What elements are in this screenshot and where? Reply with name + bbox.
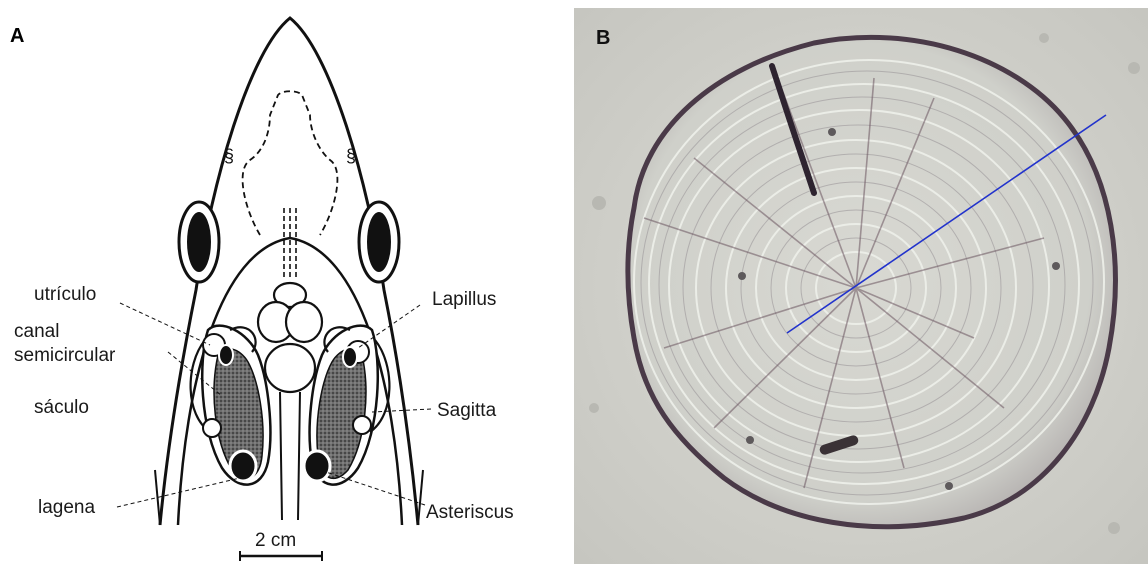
- label-lapillus: Lapillus: [432, 289, 496, 310]
- label-utriculo: utrículo: [34, 284, 96, 305]
- label-semicircular: semicircular: [14, 345, 116, 366]
- left-eye-pupil: [187, 212, 211, 272]
- left-asteriscus: [230, 451, 256, 481]
- right-inner-ear: [304, 326, 389, 485]
- panel-a: A § §: [0, 0, 570, 564]
- head-outline-right-tip: [418, 470, 423, 525]
- brain-right-lobe: [286, 302, 322, 342]
- spinal-cord: [280, 392, 300, 520]
- left-lapillus: [219, 345, 233, 365]
- label-asteriscus: Asteriscus: [426, 502, 514, 523]
- brain-cerebellum: [265, 344, 315, 392]
- label-sagitta: Sagitta: [437, 400, 497, 421]
- scale-bar-label: 2 cm: [255, 530, 296, 551]
- label-canal: canal: [14, 321, 59, 342]
- right-eye-pupil: [367, 212, 391, 272]
- panel-b-letter: B: [596, 27, 610, 49]
- right-lapillus: [343, 347, 357, 367]
- left-inner-ear: [191, 326, 271, 485]
- right-nostril-icon: §: [346, 146, 356, 166]
- label-saculo: sáculo: [34, 397, 89, 418]
- panel-b: B: [574, 8, 1148, 564]
- left-nostril-icon: §: [224, 146, 234, 166]
- olfactory-outline: [243, 91, 338, 235]
- panel-a-letter: A: [10, 25, 24, 47]
- fish-head-diagram: A § §: [0, 0, 570, 564]
- otolith-micrograph: B: [574, 8, 1148, 564]
- olfactory-nerves: [284, 208, 296, 280]
- right-asteriscus: [304, 451, 330, 481]
- label-lagena: lagena: [38, 497, 95, 518]
